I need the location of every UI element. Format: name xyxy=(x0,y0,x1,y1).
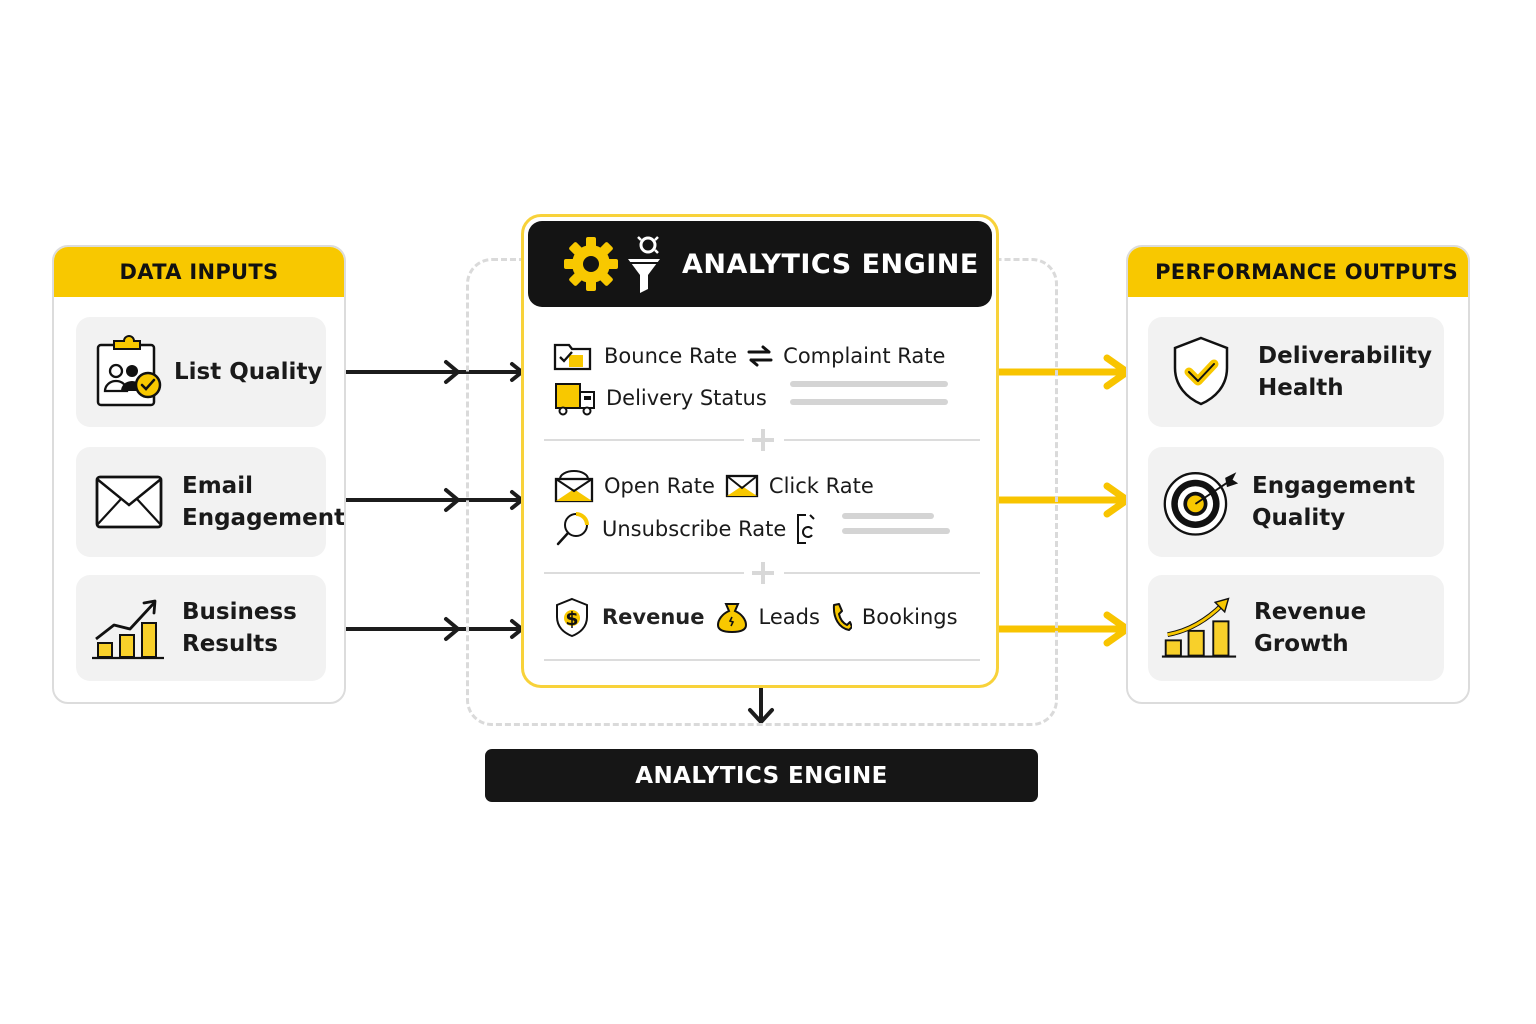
clipboard-users-check-icon xyxy=(90,333,168,411)
engine-title: ANALYTICS ENGINE xyxy=(682,248,979,280)
bar-chart-up-icon xyxy=(90,589,168,667)
metric-row: Open Rate Click Rate xyxy=(554,469,884,503)
input-card-email-engagement[interactable]: Email Engagement xyxy=(76,447,344,557)
performance-outputs-panel: PERFORMANCE OUTPUTS Deliverability Healt… xyxy=(1126,245,1470,704)
output-label-line2: Quality xyxy=(1252,505,1346,531)
metric-delivery-status: Delivery Status xyxy=(606,386,767,410)
svg-text:$: $ xyxy=(565,608,578,630)
gear-icon xyxy=(562,235,620,293)
output-label-line1: Revenue xyxy=(1254,599,1367,625)
metric-bounce-rate: Bounce Rate xyxy=(604,344,738,368)
output-label-line2: Health xyxy=(1258,375,1344,401)
dollar-shield-icon: $ xyxy=(556,597,588,638)
metric-unsubscribe-rate: Unsubscribe Rate xyxy=(602,517,787,541)
divider xyxy=(784,439,980,441)
divider xyxy=(544,572,744,574)
metric-leads: Leads xyxy=(758,605,820,629)
input-card-list-quality[interactable]: List Quality xyxy=(76,317,326,427)
envelope-icon xyxy=(90,463,168,541)
data-inputs-title: DATA INPUTS xyxy=(54,247,344,297)
performance-outputs-title: PERFORMANCE OUTPUTS xyxy=(1128,247,1468,297)
output-card-engagement-quality[interactable]: Engagement Quality xyxy=(1148,447,1444,557)
engine-header: ANALYTICS ENGINE xyxy=(528,221,992,307)
shield-check-icon xyxy=(1162,333,1240,411)
metric-revenue: Revenue xyxy=(602,605,705,629)
growth-chart-icon xyxy=(1160,589,1238,667)
metric-bookings: Bookings xyxy=(861,605,958,629)
input-label: List Quality xyxy=(174,359,323,385)
output-label-line2: Growth xyxy=(1254,631,1349,657)
magnifier-icon xyxy=(556,512,589,546)
delivery-truck-icon xyxy=(555,383,595,416)
swap-arrows-icon xyxy=(747,345,773,367)
divider xyxy=(544,659,980,661)
metric-row: $ Revenue Leads Bookings xyxy=(552,596,968,638)
divider xyxy=(544,439,744,441)
phone-icon xyxy=(832,603,852,631)
placeholder-line xyxy=(790,399,948,405)
output-label: Revenue Growth xyxy=(1254,596,1366,660)
open-envelope-icon xyxy=(554,470,594,503)
divider xyxy=(784,572,980,574)
plus-icon xyxy=(752,562,774,584)
envelope-icon xyxy=(725,474,759,498)
metric-row: Delivery Status xyxy=(554,380,777,416)
input-label: Business Results xyxy=(182,599,297,657)
analytics-engine-panel: ANALYTICS ENGINE Bounce Rate Complaint R… xyxy=(521,214,999,688)
bounce-folder-icon xyxy=(553,343,592,371)
output-label-line1: Deliverability xyxy=(1258,343,1433,369)
input-label: Email Engagement xyxy=(182,470,346,534)
input-card-business-results[interactable]: Business Results xyxy=(76,575,326,681)
plus-icon xyxy=(752,429,774,451)
output-label: Deliverability Health xyxy=(1258,340,1432,404)
engine-footer-bar: ANALYTICS ENGINE xyxy=(485,749,1038,802)
placeholder-line xyxy=(842,513,934,519)
metric-row: Bounce Rate Complaint Rate xyxy=(552,339,955,373)
money-bag-icon xyxy=(716,603,747,634)
funnel-icon xyxy=(624,233,664,295)
placeholder-line xyxy=(790,381,948,387)
output-card-revenue-growth[interactable]: Revenue Growth xyxy=(1148,575,1444,681)
exit-icon xyxy=(797,514,816,544)
output-label: Engagement Quality xyxy=(1252,470,1415,534)
target-arrow-icon xyxy=(1162,463,1240,541)
input-label-text: Email Engagement xyxy=(182,473,346,531)
data-inputs-panel: DATA INPUTS List Quality xyxy=(52,245,346,704)
engine-down-arrow xyxy=(748,684,774,724)
metric-open-rate: Open Rate xyxy=(604,474,715,498)
output-label-line1: Engagement xyxy=(1252,473,1416,499)
placeholder-line xyxy=(842,528,950,534)
metric-click-rate: Click Rate xyxy=(768,474,874,498)
metric-row: Unsubscribe Rate xyxy=(554,511,828,547)
output-card-deliverability-health[interactable]: Deliverability Health xyxy=(1148,317,1444,427)
metric-complaint-rate: Complaint Rate xyxy=(783,344,946,368)
